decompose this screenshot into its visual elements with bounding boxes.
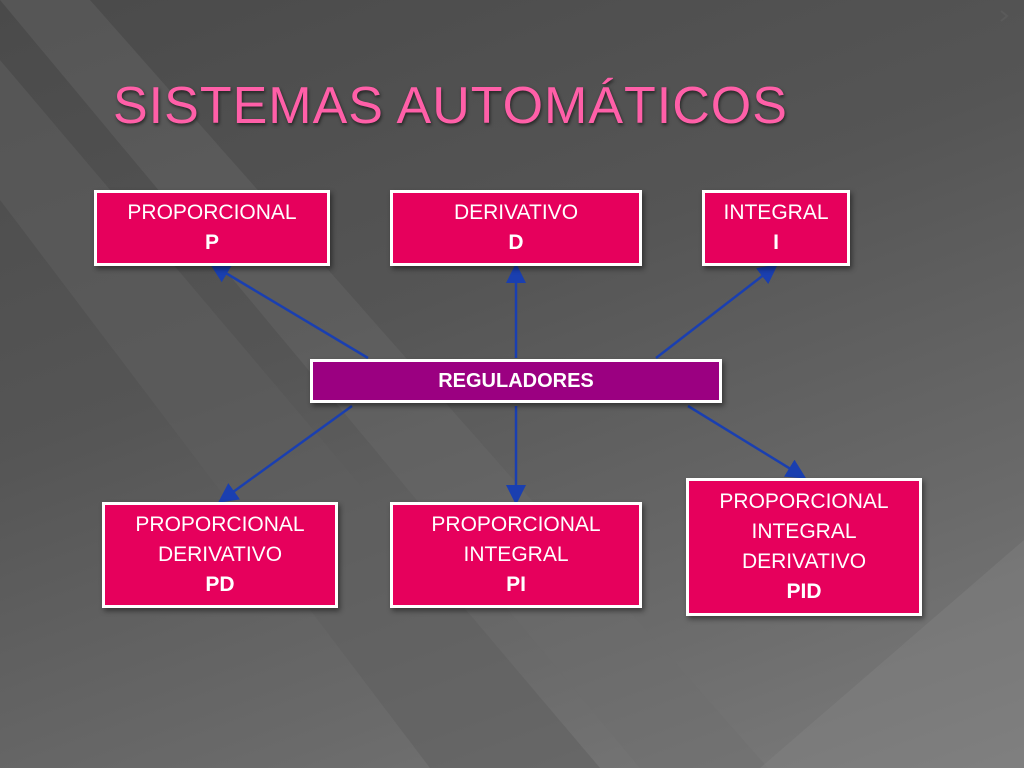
node-label: DERIVATIVO: [741, 550, 867, 573]
node-label: PROPORCIONAL: [431, 513, 601, 536]
node-reguladores: REGULADORES: [310, 359, 722, 403]
node-label: PROPORCIONAL: [135, 513, 305, 536]
node-derivativo: DERIVATIVO D: [390, 190, 642, 266]
center-label: REGULADORES: [438, 369, 594, 392]
node-integral: INTEGRAL I: [702, 190, 850, 266]
node-abbr: PD: [205, 573, 235, 596]
node-label: INTEGRAL: [463, 543, 569, 566]
chevron-right-icon: [1000, 10, 1009, 22]
node-proporcional: PROPORCIONAL P: [94, 190, 330, 266]
node-label: DERIVATIVO: [157, 543, 283, 566]
node-proporcional-integral: PROPORCIONAL INTEGRAL PI: [390, 502, 642, 608]
node-abbr: P: [204, 231, 219, 254]
node-label: PROPORCIONAL: [719, 490, 889, 513]
node-proporcional-integral-derivativo: PROPORCIONAL INTEGRAL DERIVATIVO PID: [686, 478, 922, 616]
node-abbr: PID: [786, 580, 822, 603]
node-label: DERIVATIVO: [453, 201, 579, 224]
node-label: INTEGRAL: [723, 201, 829, 224]
node-label: INTEGRAL: [751, 520, 857, 543]
node-abbr: PI: [506, 573, 526, 596]
node-abbr: I: [773, 231, 779, 254]
node-abbr: D: [508, 231, 524, 254]
node-proporcional-derivativo: PROPORCIONAL DERIVATIVO PD: [102, 502, 338, 608]
slide-title: SISTEMAS AUTOMÁTICOS: [113, 77, 788, 135]
node-label: PROPORCIONAL: [127, 201, 297, 224]
